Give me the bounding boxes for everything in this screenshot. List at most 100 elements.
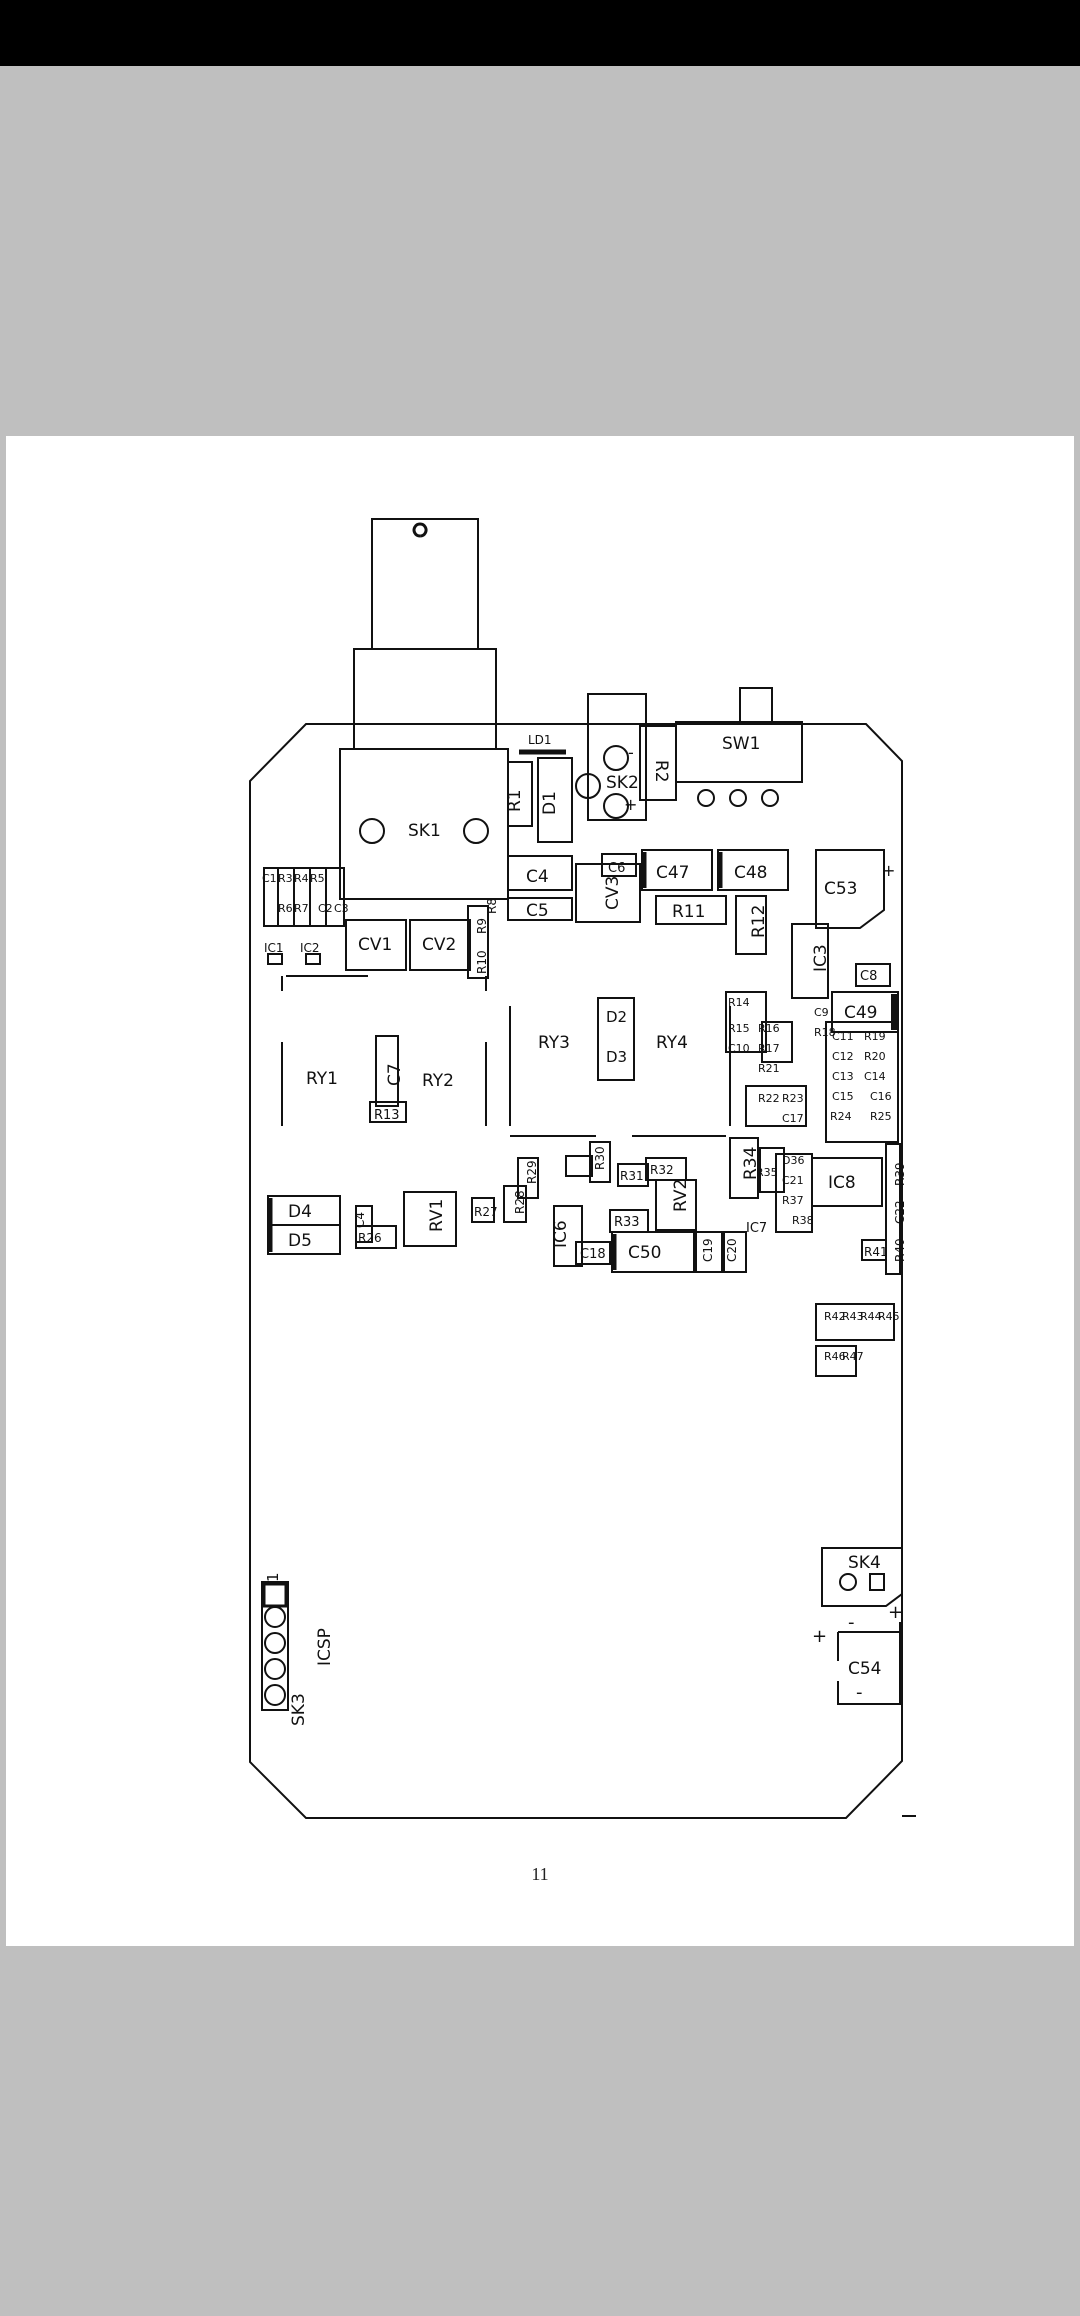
label-r29: R29 bbox=[525, 1160, 539, 1184]
small-label-r15: R15 bbox=[728, 1022, 750, 1035]
label-sk1: SK1 bbox=[408, 821, 441, 841]
label-r8: R8 bbox=[485, 898, 499, 914]
label-sk2: SK2 bbox=[606, 773, 639, 793]
svg-text:-: - bbox=[628, 743, 634, 762]
small-label-c9: C9 bbox=[814, 1006, 829, 1019]
small-label-c2: C2 bbox=[318, 902, 333, 915]
small-label-r16: R16 bbox=[758, 1022, 780, 1035]
label-r40: R40 bbox=[893, 1238, 907, 1262]
document-page: SK1 SK2 SW1 R1 D1 R2 LD1 C4 C5 CV3 C6 C4… bbox=[6, 436, 1074, 1946]
label-r9: R9 bbox=[475, 918, 489, 934]
label-d3: D3 bbox=[606, 1048, 627, 1066]
small-label-r37: R37 bbox=[782, 1194, 804, 1207]
small-label-r18: R18 bbox=[814, 1026, 836, 1039]
small-label-c21: C21 bbox=[782, 1174, 804, 1187]
label-ic8: IC8 bbox=[828, 1173, 856, 1193]
small-label-c3: C3 bbox=[334, 902, 349, 915]
small-label-r24: R24 bbox=[830, 1110, 852, 1123]
small-label-r4: R4 bbox=[294, 872, 309, 885]
small-label-r17: R17 bbox=[758, 1042, 780, 1055]
label-pin-1: 1 bbox=[264, 1572, 282, 1582]
small-label-r47: R47 bbox=[842, 1350, 864, 1363]
small-label-r44: R44 bbox=[860, 1310, 882, 1323]
label-ry2: RY2 bbox=[422, 1071, 454, 1091]
label-r2: R2 bbox=[651, 760, 671, 783]
label-ld1: LD1 bbox=[528, 733, 552, 747]
label-sk3: SK3 bbox=[289, 1693, 309, 1726]
board-outline bbox=[249, 723, 903, 1819]
small-label-c16: C16 bbox=[870, 1090, 892, 1103]
label-d2: D2 bbox=[606, 1008, 627, 1026]
label-c6: C6 bbox=[608, 861, 625, 876]
svg-text:-: - bbox=[856, 1682, 863, 1703]
small-label-c10: C10 bbox=[728, 1042, 750, 1055]
label-r1: R1 bbox=[505, 789, 525, 812]
label-ic2: IC2 bbox=[300, 941, 320, 955]
label-r32: R32 bbox=[650, 1163, 674, 1177]
label-ry4: RY4 bbox=[656, 1033, 688, 1053]
small-label-r20: R20 bbox=[864, 1050, 886, 1063]
svg-text:-: - bbox=[848, 1612, 855, 1633]
label-rv2: RV2 bbox=[671, 1179, 691, 1212]
label-c53: C53 bbox=[824, 879, 858, 899]
small-label-r38: R38 bbox=[792, 1214, 814, 1227]
label-r31: R31 bbox=[620, 1169, 644, 1183]
label-d1: D1 bbox=[540, 791, 560, 815]
label-r33: R33 bbox=[614, 1215, 640, 1230]
small-label-r21: R21 bbox=[758, 1062, 780, 1075]
small-label-r6: R6 bbox=[278, 902, 293, 915]
label-ic3: IC3 bbox=[811, 944, 831, 972]
label-d5: D5 bbox=[288, 1231, 312, 1251]
label-ic7: IC7 bbox=[746, 1221, 767, 1236]
small-label-r22: R22 bbox=[758, 1092, 780, 1105]
label-cv1: CV1 bbox=[358, 935, 392, 955]
label-c7: C7 bbox=[385, 1063, 405, 1086]
small-label-c11: C11 bbox=[832, 1030, 854, 1043]
label-r27: R27 bbox=[474, 1205, 498, 1219]
label-c4: C4 bbox=[526, 867, 549, 887]
small-label-r42: R42 bbox=[824, 1310, 846, 1323]
page-number: 11 bbox=[531, 1864, 549, 1884]
small-label-r43: R43 bbox=[842, 1310, 864, 1323]
label-c20: C20 bbox=[725, 1238, 739, 1262]
label-r41: R41 bbox=[864, 1245, 888, 1259]
svg-text:+: + bbox=[624, 795, 637, 814]
small-label-d36: D36 bbox=[782, 1154, 804, 1167]
small-label-c12: C12 bbox=[832, 1050, 854, 1063]
small-label-r3: R3 bbox=[278, 872, 293, 885]
small-label-r45: R45 bbox=[878, 1310, 900, 1323]
label-c47: C47 bbox=[656, 863, 690, 883]
small-label-c17: C17 bbox=[782, 1112, 804, 1125]
small-label-r46: R46 bbox=[824, 1350, 846, 1363]
label-r11: R11 bbox=[672, 902, 705, 922]
label-r13: R13 bbox=[374, 1108, 400, 1123]
small-label-c13: C13 bbox=[832, 1070, 854, 1083]
label-c4-b: C4 bbox=[353, 1212, 367, 1228]
label-ry1: RY1 bbox=[306, 1069, 338, 1089]
label-sw1: SW1 bbox=[722, 734, 760, 754]
label-icsp: ICSP bbox=[315, 1628, 335, 1666]
label-c19: C19 bbox=[701, 1238, 715, 1262]
label-c22: C22 bbox=[893, 1200, 907, 1224]
status-bar bbox=[0, 0, 1080, 66]
small-label-r7: R7 bbox=[294, 902, 309, 915]
label-ry3: RY3 bbox=[538, 1033, 570, 1053]
small-label-r14: R14 bbox=[728, 996, 750, 1009]
pcb-layout-diagram: SK1 SK2 SW1 R1 D1 R2 LD1 C4 C5 CV3 C6 C4… bbox=[249, 518, 916, 1819]
small-label-c1: C1 bbox=[262, 872, 277, 885]
small-label-r23: R23 bbox=[782, 1092, 804, 1105]
svg-text:+: + bbox=[888, 1602, 903, 1623]
small-label-r5: R5 bbox=[310, 872, 325, 885]
label-d4: D4 bbox=[288, 1202, 312, 1222]
label-rv1: RV1 bbox=[427, 1199, 447, 1232]
bnc-connector-tip bbox=[371, 518, 479, 650]
label-r26: R26 bbox=[358, 1231, 382, 1245]
label-r10: R10 bbox=[475, 950, 489, 974]
sk3-pin-1 bbox=[262, 1582, 288, 1608]
svg-text:+: + bbox=[882, 861, 895, 880]
label-ic6: IC6 bbox=[551, 1220, 571, 1248]
label-c5: C5 bbox=[526, 901, 549, 921]
svg-text:+: + bbox=[812, 1626, 827, 1647]
small-label-c14: C14 bbox=[864, 1070, 886, 1083]
